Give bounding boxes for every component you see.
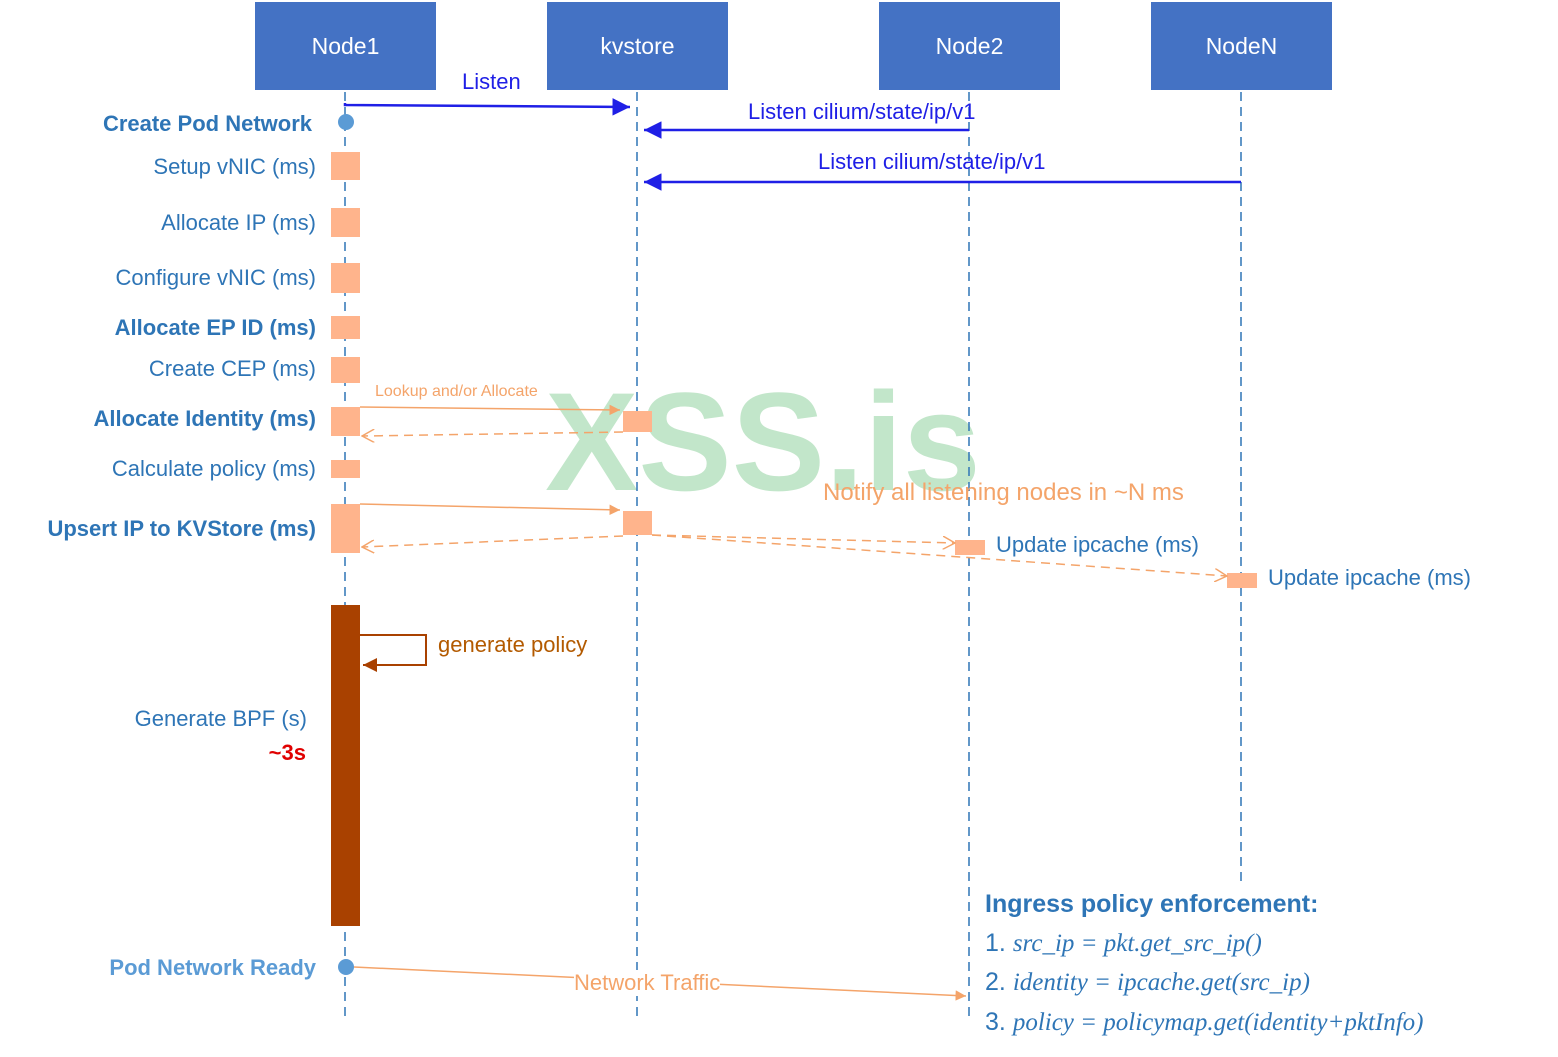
upsert-return-arrow xyxy=(362,535,624,547)
update-ipcache-node2-label: Update ipcache (ms) xyxy=(996,532,1199,557)
generate-policy-self-arrow xyxy=(360,634,427,672)
setup-vnic-activation xyxy=(331,152,360,180)
calculate-policy-activation xyxy=(331,460,360,478)
node1-box: Node1 xyxy=(255,2,436,90)
watermark: XSS.is xyxy=(545,363,981,520)
ingress-line-2-num: 2. xyxy=(985,968,1006,996)
upsert-arrow xyxy=(359,503,621,516)
ingress-line-2-code: identity = ipcache.get(src_ip) xyxy=(1012,969,1310,996)
notify-node2-arrow xyxy=(651,534,955,543)
create-cep-label: Create CEP (ms) xyxy=(148,356,316,381)
ingress-line-2: 2. identity = ipcache.get(src_ip) xyxy=(985,968,1310,997)
node2-ipcache-activation xyxy=(955,540,985,555)
ingress-line-3-code: policy = policymap.get(identity+pktInfo) xyxy=(1012,1009,1424,1036)
allocate-identity-label: Allocate Identity (ms) xyxy=(93,406,316,431)
nodeN-ipcache-activation xyxy=(1227,573,1257,588)
create-cep-activation xyxy=(331,357,360,383)
pod-ready-marker xyxy=(338,959,354,975)
ingress-line-1: 1. src_ip = pkt.get_src_ip() xyxy=(985,929,1262,958)
nodeN-box: NodeN xyxy=(1151,2,1332,90)
ingress-line-3: 3. policy = policymap.get(identity+pktIn… xyxy=(985,1008,1424,1037)
lookup-allocate-arrow xyxy=(359,404,621,416)
lookup-allocate-label: Lookup and/or Allocate xyxy=(375,383,538,400)
allocate-ip-activation xyxy=(331,208,360,237)
listen-nodeN-label: Listen cilium/state/ip/v1 xyxy=(818,149,1046,174)
node2-box: Node2 xyxy=(879,2,1060,90)
upsert-ip-label: Upsert IP to KVStore (ms) xyxy=(47,516,316,541)
kvstore-box: kvstore xyxy=(547,2,728,90)
generate-bpf-label: Generate BPF (s) xyxy=(134,706,307,731)
notify-nodeN-arrow xyxy=(651,534,1227,576)
listen-arrow xyxy=(343,98,631,116)
allocate-ep-id-label: Allocate EP ID (ms) xyxy=(114,315,316,340)
create-pod-start-marker xyxy=(338,114,354,130)
allocate-ip-label: Allocate IP (ms) xyxy=(161,210,316,235)
network-traffic-label: Network Traffic xyxy=(574,970,721,996)
ingress-title: Ingress policy enforcement: xyxy=(985,890,1319,918)
configure-vnic-activation xyxy=(331,263,360,293)
listen-node2-label: Listen cilium/state/ip/v1 xyxy=(748,99,976,124)
generate-policy-label: generate policy xyxy=(438,632,588,657)
create-pod-network-label: Create Pod Network xyxy=(102,111,312,136)
configure-vnic-label: Configure vNIC (ms) xyxy=(115,265,316,290)
ingress-line-1-num: 1. xyxy=(985,929,1006,957)
kvstore-upsert-activation xyxy=(623,511,652,535)
allocate-ep-id-activation xyxy=(331,316,360,339)
ingress-line-3-num: 3. xyxy=(985,1008,1006,1036)
calculate-policy-label: Calculate policy (ms) xyxy=(111,456,316,481)
notify-label: Notify all listening nodes in ~N ms xyxy=(823,479,1184,506)
allocate-identity-activation xyxy=(331,407,360,436)
setup-vnic-label: Setup vNIC (ms) xyxy=(153,154,316,179)
generate-bpf-time-label: ~3s xyxy=(268,740,306,765)
kvstore-identity-activation xyxy=(623,411,652,432)
identity-return-arrow xyxy=(362,432,624,436)
ingress-line-1-code: src_ip = pkt.get_src_ip() xyxy=(1012,930,1262,957)
update-ipcache-nodeN-label: Update ipcache (ms) xyxy=(1268,565,1471,590)
pod-network-ready-label: Pod Network Ready xyxy=(109,955,316,980)
generate-bpf-bar xyxy=(331,605,360,926)
listen-label: Listen xyxy=(462,69,521,94)
upsert-ip-activation xyxy=(331,504,360,553)
